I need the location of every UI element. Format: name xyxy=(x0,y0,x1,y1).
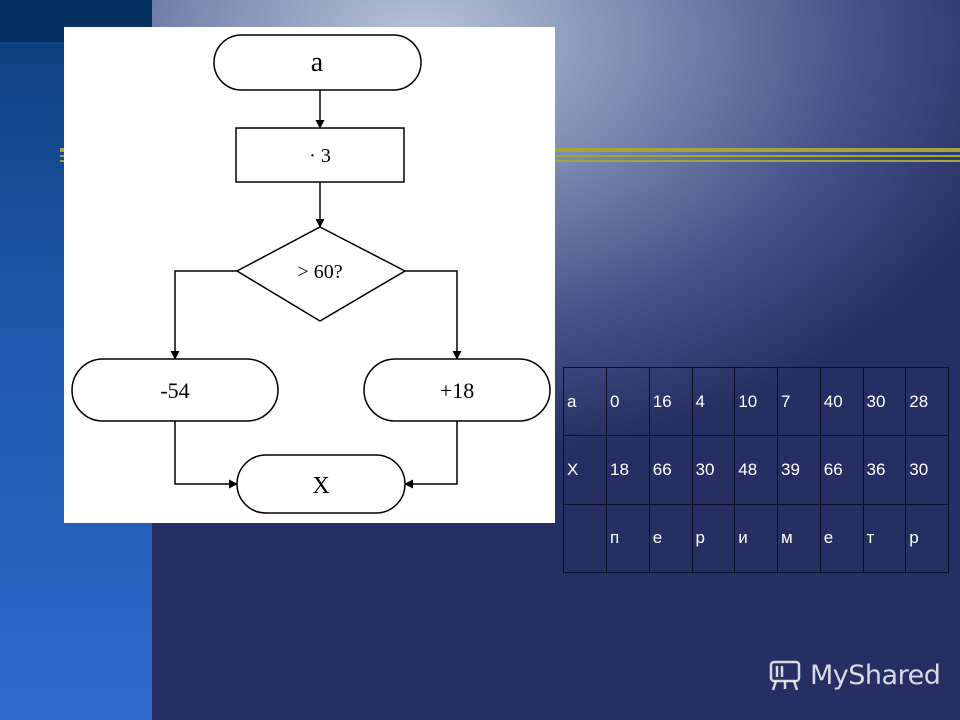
table-cell: 30 xyxy=(691,435,736,505)
table-cell: 39 xyxy=(777,435,821,505)
table-cell: 16 xyxy=(648,366,693,437)
table-cell: 10 xyxy=(734,366,778,437)
flowchart-diagram: a · 3 > 60? -54 +18 X xyxy=(64,27,555,523)
process-box xyxy=(235,127,405,183)
watermark-text: MyShared xyxy=(810,659,941,691)
trace-table: a 0 16 4 10 7 40 30 28 X 18 66 30 48 39 … xyxy=(563,366,949,574)
table-cell: 18 xyxy=(606,435,650,505)
table-cell: т xyxy=(862,503,907,574)
arrow-decision-to-right xyxy=(405,270,462,360)
presentation-board-icon xyxy=(769,660,801,691)
table-cell: р xyxy=(691,503,736,574)
table-cell: 28 xyxy=(905,366,949,437)
table-cell: и xyxy=(734,503,778,574)
table-cell: a xyxy=(563,366,607,437)
table-cell: м xyxy=(777,503,821,574)
start-terminal xyxy=(213,34,422,91)
table-cell: е xyxy=(648,503,693,574)
decision-diamond xyxy=(235,226,407,322)
left-branch-label: -54 xyxy=(160,378,189,403)
right-branch-label: +18 xyxy=(440,378,474,403)
table-row-letters: п е р и м е т р xyxy=(563,503,949,574)
table-cell: 66 xyxy=(648,435,693,505)
table-cell: 66 xyxy=(819,435,864,505)
arrow-right-to-end xyxy=(404,421,458,489)
end-label: X xyxy=(312,473,329,499)
table-row-x: X 18 66 30 48 39 66 36 30 xyxy=(563,435,949,505)
table-cell xyxy=(563,503,607,574)
start-label: a xyxy=(311,47,324,78)
decision-label: > 60? xyxy=(297,261,342,283)
table-cell: 48 xyxy=(734,435,778,505)
arrow-decision-to-left xyxy=(170,270,237,360)
table-cell: 0 xyxy=(606,366,650,437)
table-cell: 30 xyxy=(862,366,907,437)
table-cell: 7 xyxy=(777,366,821,437)
table-cell: 40 xyxy=(819,366,864,437)
myshared-watermark: MyShared xyxy=(768,655,941,695)
table-cell: 4 xyxy=(691,366,736,437)
table-cell: п xyxy=(606,503,650,574)
table-cell: р xyxy=(905,503,949,574)
process-label: · 3 xyxy=(309,145,331,167)
end-terminal xyxy=(236,454,406,514)
table-cell: 30 xyxy=(905,435,949,505)
table-cell: 36 xyxy=(862,435,907,505)
table-cell: е xyxy=(819,503,864,574)
table-cell: X xyxy=(563,435,607,505)
table-row-a: a 0 16 4 10 7 40 30 28 xyxy=(563,366,949,437)
arrow-left-to-end xyxy=(174,421,238,489)
